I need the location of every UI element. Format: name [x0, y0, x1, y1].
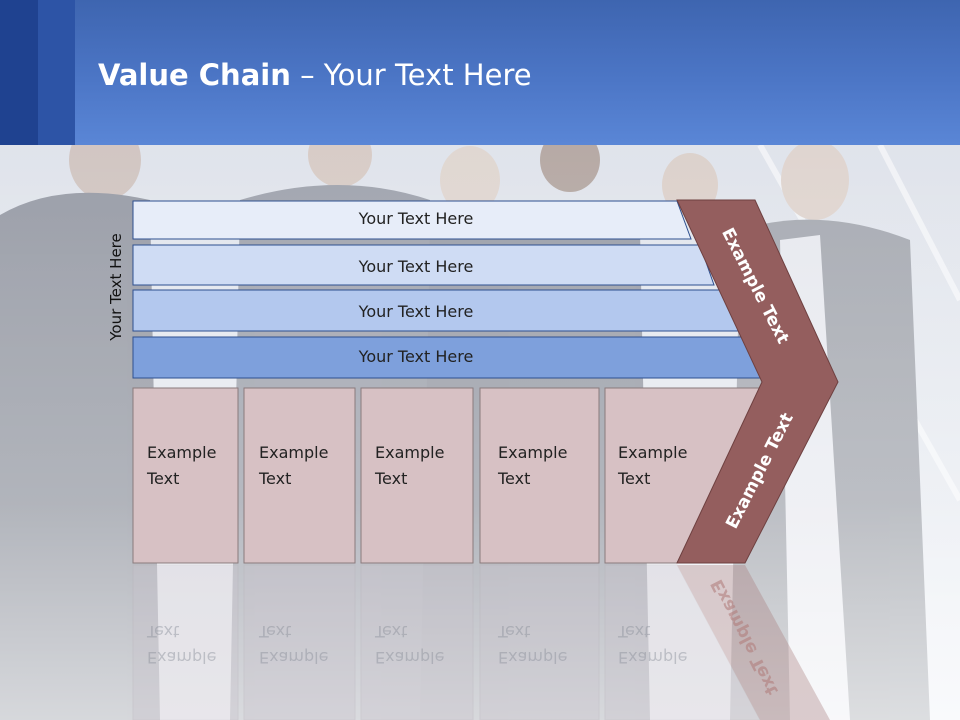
chevron-reflection	[677, 565, 830, 720]
cell-label-reflection-line: Text	[375, 622, 408, 641]
cell-label-reflection: Example Text	[375, 618, 475, 670]
cell-shape-1	[132, 387, 239, 564]
row-shape-2	[132, 244, 715, 286]
row-label-1: Your Text Here	[358, 209, 474, 228]
cell-reflection	[479, 564, 600, 720]
title-banner	[0, 0, 960, 145]
cell-label-line: Example	[259, 443, 329, 462]
cell-reflection	[243, 564, 356, 720]
row-label-4: Your Text Here	[358, 347, 474, 366]
cell-label-reflection-line: Text	[259, 622, 292, 641]
cell-label-reflection-line: Text	[618, 622, 651, 641]
cell-label-reflection: Example Text	[259, 618, 359, 670]
cell-label-line: Example	[498, 443, 568, 462]
cell-label-reflection-line: Text	[498, 622, 531, 641]
cell-label-line: Text	[618, 469, 651, 488]
cell-reflection	[360, 564, 474, 720]
cell-label-reflection-line: Example	[498, 648, 568, 667]
cell-label-line: Example	[618, 443, 688, 462]
cell-label-line: Text	[498, 469, 531, 488]
diagram-reflection	[132, 564, 830, 720]
cell-label-reflection: Example Text	[498, 618, 598, 670]
cell-label-reflection-line: Example	[147, 648, 217, 667]
cell-label-line: Text	[375, 469, 408, 488]
cell-shape-3	[360, 387, 474, 564]
cell-label-reflection-line: Example	[259, 648, 329, 667]
cell-label-line: Example	[375, 443, 445, 462]
banner-accent-strip	[0, 0, 38, 145]
cell-label-reflection: Example Text	[618, 618, 718, 670]
cell-label-reflection-line: Example	[375, 648, 445, 667]
cell-label-line: Example	[147, 443, 217, 462]
row-shape-1	[132, 200, 692, 240]
chevron-arrow	[676, 199, 839, 564]
cell-reflection	[604, 564, 761, 720]
cell-label-reflection-line: Example	[618, 648, 688, 667]
cell-shape-2	[243, 387, 356, 564]
slide-title-rest: – Your Text Here	[290, 58, 532, 92]
cell-label-reflection: Example Text	[147, 618, 247, 670]
cell-shape-4	[479, 387, 600, 564]
banner-accent-strip	[38, 0, 75, 145]
slide-title: Value Chain – Your Text Here	[98, 53, 532, 97]
slide-title-bold: Value Chain	[98, 58, 291, 92]
cell-reflection	[132, 564, 239, 720]
cell-label-reflection-line: Text	[147, 622, 180, 641]
row-label-2: Your Text Here	[358, 257, 474, 276]
row-label-3: Your Text Here	[358, 302, 474, 321]
cell-label-line: Text	[147, 469, 180, 488]
cell-label-line: Text	[259, 469, 292, 488]
